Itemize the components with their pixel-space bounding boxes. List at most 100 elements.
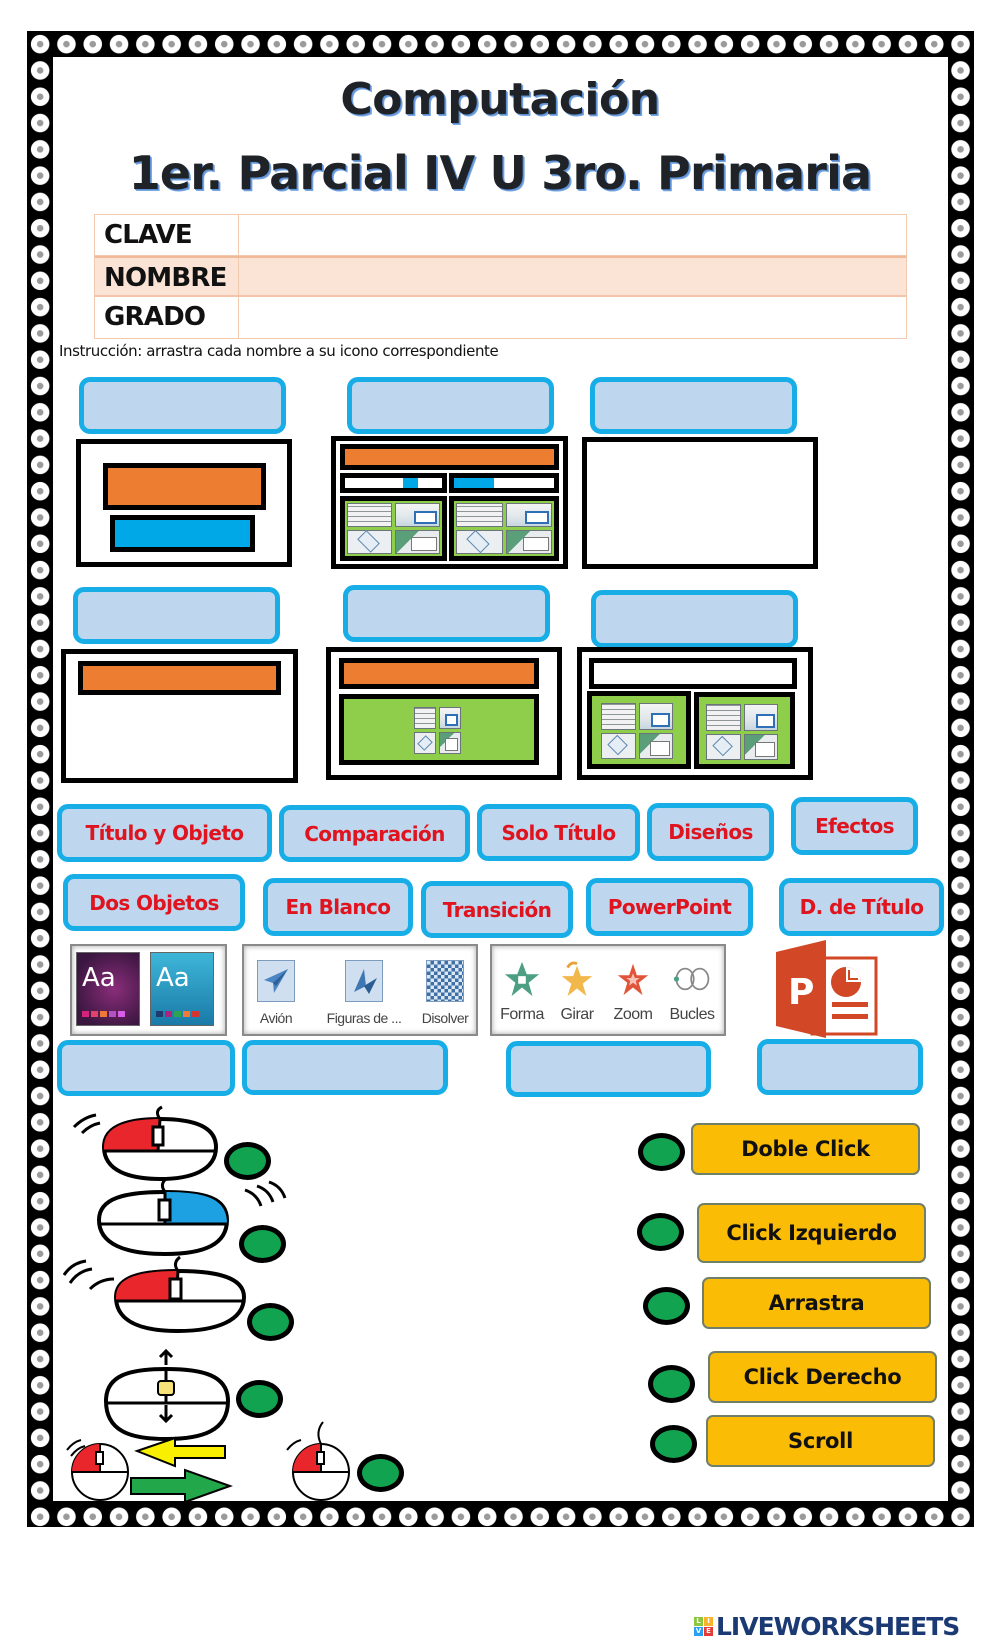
chip-powerpoint[interactable]: PowerPoint — [586, 878, 753, 936]
table-icon — [456, 503, 503, 527]
drop-zone-layout-6[interactable] — [591, 590, 798, 648]
effect-bucles: Bucles — [664, 958, 720, 1024]
smartart-icon — [601, 732, 636, 759]
chip-dos-objetos[interactable]: Dos Objetos — [63, 874, 245, 931]
nombre-input[interactable] — [239, 258, 906, 295]
table-icon — [601, 703, 636, 730]
info-row-clave: CLAVE — [95, 215, 906, 256]
heading-left-placeholder — [340, 473, 447, 493]
title-placeholder — [103, 463, 266, 510]
arrastra-button[interactable]: Arrastra — [702, 1277, 931, 1329]
loop-icon — [673, 958, 711, 1000]
powerpoint-letter: P — [788, 972, 814, 1013]
drag-mouse-image — [65, 1418, 365, 1504]
theme-thumbnail-blue: Aa — [150, 952, 214, 1026]
theme-thumbnail-purple: Aa — [76, 952, 140, 1026]
color-swatches — [156, 1011, 199, 1017]
grado-input[interactable] — [239, 297, 906, 338]
effect-girar: Girar — [552, 958, 602, 1024]
drop-zone-powerpoint[interactable] — [757, 1039, 923, 1095]
blank-layout-thumbnail — [582, 437, 818, 569]
content-right-placeholder — [449, 496, 559, 561]
smartart-icon — [706, 733, 741, 760]
content-left-placeholder — [340, 496, 447, 561]
transition-figuras: Figuras de ... — [324, 960, 404, 1026]
connector-dot-arrastra[interactable] — [643, 1287, 690, 1325]
title-slide-layout-thumbnail — [76, 439, 292, 567]
media-icon — [638, 732, 673, 759]
student-info-table: CLAVE NOMBRE GRADO — [94, 214, 907, 339]
connector-dot-mouse-2[interactable] — [239, 1225, 286, 1263]
doble-click-button[interactable]: Doble Click — [691, 1123, 920, 1175]
double-click-mouse-image — [70, 1105, 230, 1185]
connector-dot-click-izquierdo[interactable] — [637, 1213, 684, 1251]
heading-right-placeholder — [449, 473, 559, 493]
picture-icon — [395, 503, 440, 527]
table-icon — [414, 707, 436, 729]
connector-dot-doble-click[interactable] — [638, 1133, 685, 1171]
info-row-nombre: NOMBRE — [95, 256, 906, 297]
title-placeholder — [78, 661, 281, 695]
drop-zone-layout-3[interactable] — [590, 377, 797, 434]
content-right-placeholder — [694, 692, 795, 769]
title-placeholder — [339, 658, 539, 689]
right-click-mouse-image — [95, 1176, 305, 1260]
instruction-text: Instrucción: arrastra cada nombre a su i… — [59, 342, 499, 360]
powerpoint-logo-icon: P — [776, 940, 882, 1038]
click-izquierdo-button[interactable]: Click Izquierdo — [697, 1203, 926, 1263]
two-content-layout-thumbnail — [577, 647, 813, 780]
media-icon — [743, 733, 778, 760]
chip-comparacion[interactable]: Comparación — [279, 805, 470, 862]
chip-d-de-titulo[interactable]: D. de Título — [779, 878, 944, 936]
drop-zone-themes[interactable] — [57, 1040, 235, 1096]
drop-zone-layout-4[interactable] — [73, 587, 280, 644]
chip-solo-titulo[interactable]: Solo Título — [477, 804, 640, 861]
drop-zone-transitions[interactable] — [242, 1040, 448, 1095]
scroll-button[interactable]: Scroll — [706, 1415, 935, 1467]
connector-dot-click-derecho[interactable] — [648, 1365, 695, 1403]
dissolve-icon — [426, 960, 464, 1002]
design-themes-image: Aa Aa — [70, 944, 227, 1036]
clave-input[interactable] — [239, 215, 906, 255]
effect-forma: Forma — [496, 958, 548, 1024]
title-and-content-layout-thumbnail — [326, 647, 562, 780]
smartart-icon — [347, 530, 392, 554]
chip-efectos[interactable]: Efectos — [791, 797, 918, 855]
connector-dot-mouse-3[interactable] — [247, 1303, 294, 1341]
page-title: Computación — [340, 74, 660, 125]
picture-icon — [439, 707, 461, 729]
media-icon — [395, 530, 440, 554]
drop-zone-layout-1[interactable] — [79, 377, 286, 434]
scroll-mouse-image — [100, 1345, 235, 1445]
connector-dot-mouse-5[interactable] — [357, 1454, 404, 1492]
drop-zone-layout-2[interactable] — [347, 377, 554, 434]
picture-icon — [638, 703, 673, 730]
connector-dot-mouse-1[interactable] — [224, 1142, 271, 1180]
smartart-icon — [456, 530, 503, 554]
origami-icon — [345, 960, 383, 1002]
brand-name: LIVEWORKSHEETS — [716, 1612, 960, 1641]
liveworksheets-logo: L I V E LIVEWORKSHEETS — [694, 1612, 960, 1641]
drop-zone-layout-5[interactable] — [343, 585, 550, 642]
table-icon — [347, 503, 392, 527]
drop-zone-effects[interactable] — [506, 1041, 711, 1097]
content-left-placeholder — [587, 691, 691, 769]
grado-label: GRADO — [95, 297, 239, 338]
effect-zoom: Zoom — [606, 958, 660, 1024]
left-click-mouse-image — [60, 1255, 250, 1337]
chip-disenos[interactable]: Diseños — [647, 803, 774, 861]
nombre-label: NOMBRE — [95, 258, 239, 295]
transitions-gallery-image: Avión Figuras de ... Disolver — [242, 944, 478, 1036]
chip-titulo-y-objeto[interactable]: Título y Objeto — [57, 804, 272, 862]
chip-en-blanco[interactable]: En Blanco — [263, 878, 413, 936]
connector-dot-mouse-4[interactable] — [236, 1380, 283, 1418]
smartart-icon — [414, 732, 436, 754]
connector-dot-scroll[interactable] — [650, 1425, 697, 1463]
click-derecho-button[interactable]: Click Derecho — [708, 1351, 937, 1403]
star-zoom-icon — [614, 958, 652, 1000]
star-shape-icon — [503, 958, 541, 1000]
chip-transicion[interactable]: Transición — [421, 881, 573, 938]
live-badge-icon: L I V E — [694, 1617, 713, 1636]
comparison-layout-thumbnail — [331, 436, 568, 569]
star-spin-icon — [558, 958, 596, 1000]
